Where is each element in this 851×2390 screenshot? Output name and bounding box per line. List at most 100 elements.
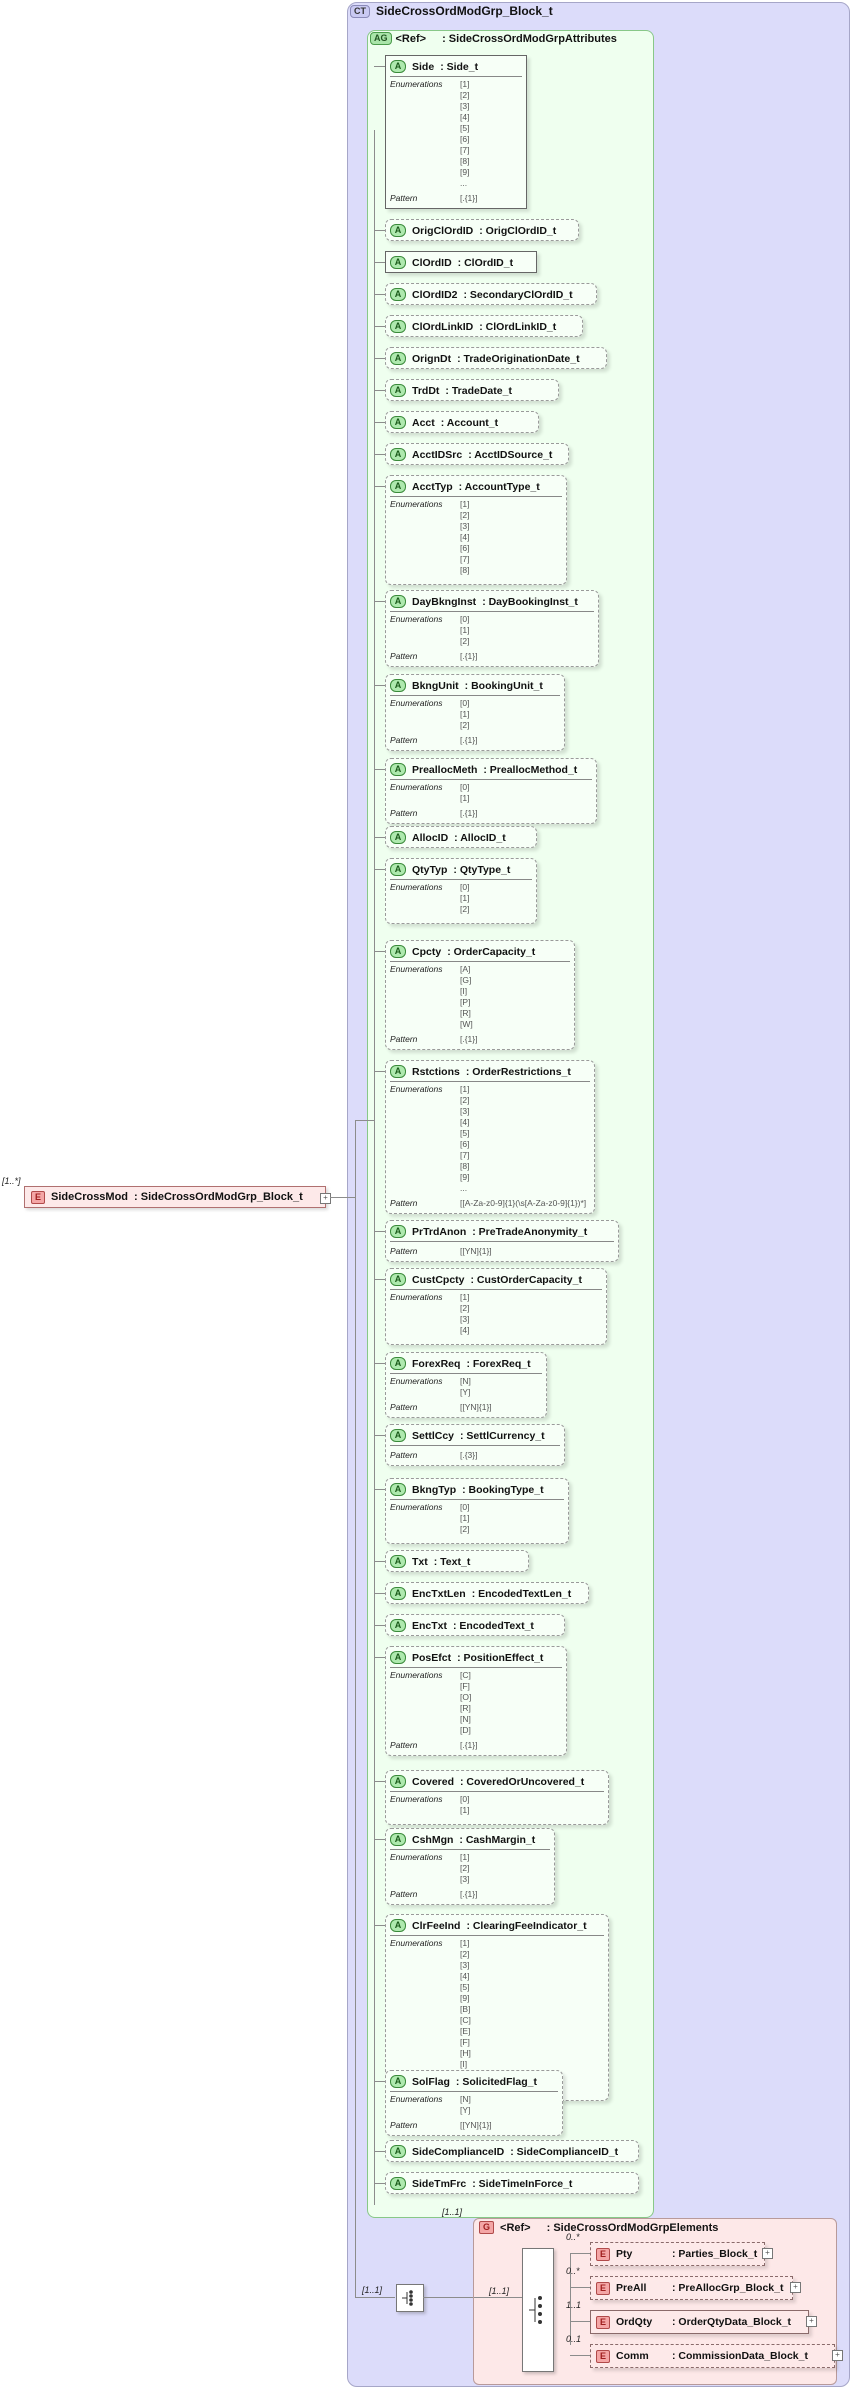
element-icon: E (31, 1190, 46, 1204)
enum-value: [4] (460, 1971, 470, 1981)
attribute-name: SideTmFrc (412, 2177, 467, 2190)
pattern-value: [.{1}] (460, 1740, 478, 1750)
sequence-compositor-icon (396, 2284, 424, 2312)
enum-value: [6] (460, 134, 470, 144)
attribute-connector (374, 1625, 385, 1626)
attribute-connector (374, 486, 385, 487)
attribute-divider (390, 1241, 614, 1242)
attribute-icon: A (390, 1357, 406, 1370)
attribute-name: Acct (412, 416, 435, 429)
enumerations-label: Enumerations (390, 1292, 443, 1302)
enumerations-label: Enumerations (390, 1938, 443, 1948)
attribute-icon: A (390, 384, 406, 397)
branch-to-attributes (355, 1120, 375, 1121)
attribute-type: : TradeOriginationDate_t (457, 352, 580, 365)
attribute-connector (374, 2081, 385, 2082)
attribute-icon: A (390, 1833, 406, 1846)
attribute-icon: A (390, 2075, 406, 2088)
enum-value: [0] (460, 614, 470, 624)
enumerations-label: Enumerations (390, 499, 443, 509)
enum-value: [Y] (460, 2105, 471, 2115)
attribute-type: : OrigClOrdID_t (479, 224, 557, 237)
attribute-type: : QtyType_t (453, 863, 511, 876)
attribute-name: PosEfct (412, 1651, 452, 1664)
attribute-connector (374, 262, 385, 263)
enumerations-values: [C][F][O][R][N][D] (460, 1670, 471, 1736)
enum-value: [2] (460, 1095, 470, 1105)
expand-icon[interactable]: + (320, 1193, 331, 1204)
root-connector (330, 1197, 355, 1198)
enum-value: [8] (460, 565, 470, 575)
elements-connector-line (570, 2253, 571, 2345)
pattern-value: [.{1}] (460, 1034, 478, 1044)
inner-sequence-compositor (522, 2248, 554, 2372)
expand-icon[interactable]: + (806, 2316, 817, 2327)
pattern-value: [.{1}] (460, 808, 478, 818)
pattern-label: Pattern (390, 1889, 418, 1899)
attribute-type: : SettlCurrency_t (460, 1429, 545, 1442)
expand-icon[interactable]: + (832, 2350, 843, 2361)
root-element[interactable]: E SideCrossMod : SideCrossOrdModGrp_Bloc… (24, 1186, 326, 1208)
enum-value: [C] (460, 2015, 471, 2025)
enumerations-label: Enumerations (390, 1084, 443, 1094)
enum-value: [2] (460, 1863, 470, 1873)
element-name: Pty (616, 2248, 633, 2260)
enum-value: [3] (460, 101, 470, 111)
attribute-divider (390, 1791, 604, 1792)
attribute-name: DayBkngInst (412, 595, 477, 608)
trunk-connector (355, 1120, 356, 2298)
enum-value: [0] (460, 698, 470, 708)
pattern-value: [.{3}] (460, 1450, 478, 1460)
pattern-facet: Pattern[.{1}] (386, 1889, 554, 1900)
attribute-type: : ForexReq_t (466, 1357, 531, 1370)
attribute-divider (390, 1373, 542, 1374)
pattern-facet: Pattern[.{1}] (386, 1740, 566, 1751)
attribute-name: SettlCcy (412, 1429, 455, 1442)
attribute-icon: A (390, 288, 406, 301)
expand-icon[interactable]: + (790, 2282, 801, 2293)
pattern-facet: Pattern[.{1}] (386, 808, 596, 819)
expand-icon[interactable]: + (762, 2248, 773, 2259)
attribute-icon: A (390, 320, 406, 333)
